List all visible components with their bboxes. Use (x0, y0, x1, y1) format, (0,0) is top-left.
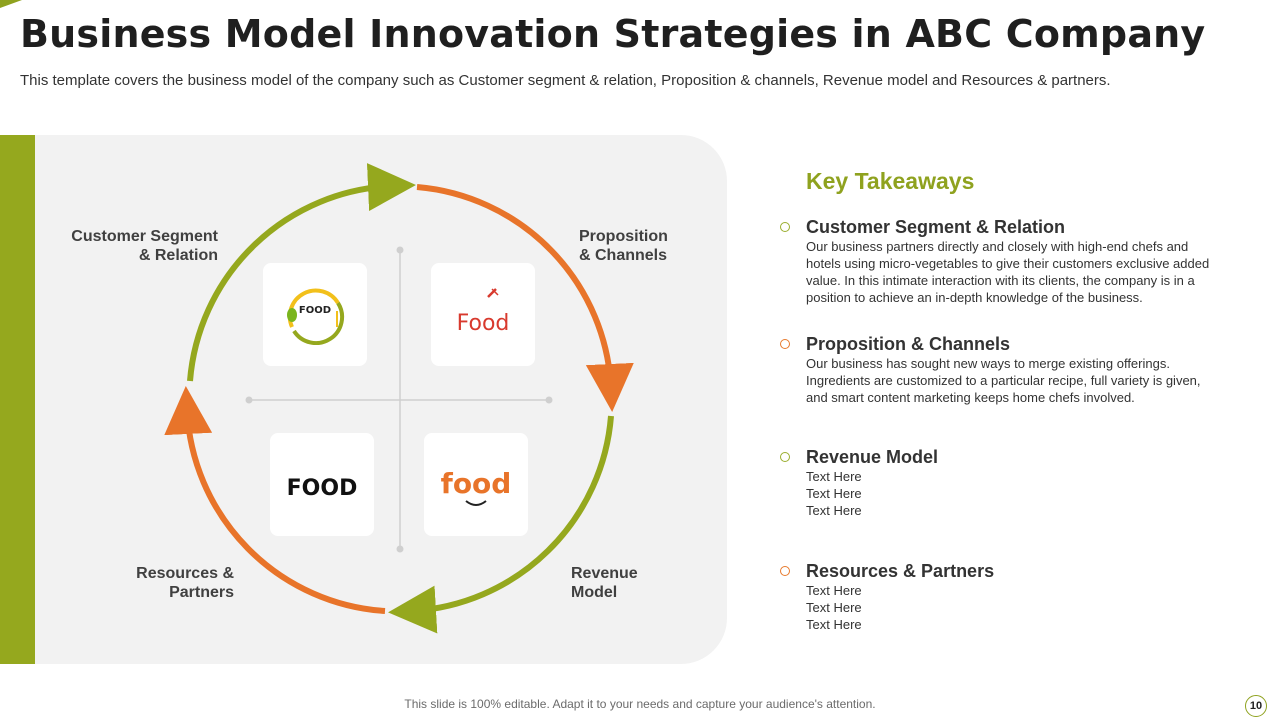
label-proposition: Proposition & Channels (579, 227, 699, 265)
takeaway-line: position to achieve an in-depth knowledg… (806, 290, 1143, 305)
label-line: Resources & (136, 565, 234, 582)
bullet-circle-icon (780, 339, 790, 349)
bullet-circle-icon (780, 566, 790, 576)
label-line: Partners (169, 584, 234, 601)
takeaway-line: Text Here (806, 486, 862, 501)
logo-text: FOOD (299, 305, 331, 316)
logo-text: Food (457, 311, 510, 336)
logo-card-bottom-right: food (424, 433, 528, 536)
page-subtitle: This template covers the business model … (20, 72, 1111, 89)
footer-note: This slide is 100% editable. Adapt it to… (404, 697, 876, 711)
label-line: & Channels (579, 247, 668, 264)
label-line: Customer Segment (71, 228, 218, 245)
label-revenue-model: Revenue Model (571, 564, 671, 602)
takeaway-resources: Resources & Partners Text Here Text Here… (780, 560, 1250, 633)
takeaway-proposition: Proposition & Channels Our business has … (780, 333, 1250, 406)
takeaway-line: Text Here (806, 617, 862, 632)
food-logo-bold-icon: FOOD (287, 476, 357, 501)
logo-text: FOOD (287, 476, 357, 501)
food-logo-ring-icon: FOOD (287, 288, 345, 345)
takeaway-line: Our business partners directly and close… (806, 239, 1189, 254)
key-takeaways-title: Key Takeaways (806, 168, 975, 194)
takeaway-customer-segment: Customer Segment & Relation Our business… (780, 216, 1250, 306)
takeaway-line: hotels using micro-vegetables to give th… (806, 256, 1210, 271)
takeaway-line: Text Here (806, 469, 862, 484)
left-accent-bar (0, 135, 35, 664)
takeaway-heading: Resources & Partners (806, 561, 995, 581)
label-customer-segment: Customer Segment & Relation (60, 227, 218, 265)
takeaway-heading: Customer Segment & Relation (806, 217, 1066, 237)
takeaway-line: Text Here (806, 503, 862, 518)
page-number-badge: 10 (1245, 695, 1267, 717)
label-line: Revenue (571, 565, 638, 582)
takeaway-line: Text Here (806, 600, 862, 615)
takeaway-line: value. In this intimate interaction with… (806, 273, 1195, 288)
label-line: Model (571, 584, 618, 601)
takeaway-heading: Revenue Model (806, 447, 939, 467)
logo-card-top-right: Food (431, 263, 535, 366)
takeaway-line: Our business has sought new ways to merg… (806, 356, 1170, 371)
label-line: Proposition (579, 228, 668, 245)
bullet-circle-icon (780, 452, 790, 462)
label-resources: Resources & Partners (110, 564, 234, 602)
takeaway-heading: Proposition & Channels (806, 334, 1011, 354)
page-title: Business Model Innovation Strategies in … (20, 12, 1206, 56)
logo-text: food (441, 467, 512, 500)
label-line: & Relation (138, 247, 218, 264)
takeaway-line: Ingredients are customized to a particul… (806, 373, 1201, 388)
food-logo-fork-icon: Food (457, 287, 510, 336)
takeaway-revenue-model: Revenue Model Text Here Text Here Text H… (780, 446, 1250, 519)
takeaway-line: Text Here (806, 583, 862, 598)
logo-card-top-left: FOOD (263, 263, 367, 366)
bullet-circle-icon (780, 222, 790, 232)
food-logo-smile-icon: food (441, 467, 512, 506)
corner-accent (0, 0, 22, 8)
takeaway-line: and smart content marketing keeps home c… (806, 390, 1135, 405)
logo-card-bottom-left: FOOD (270, 433, 374, 536)
